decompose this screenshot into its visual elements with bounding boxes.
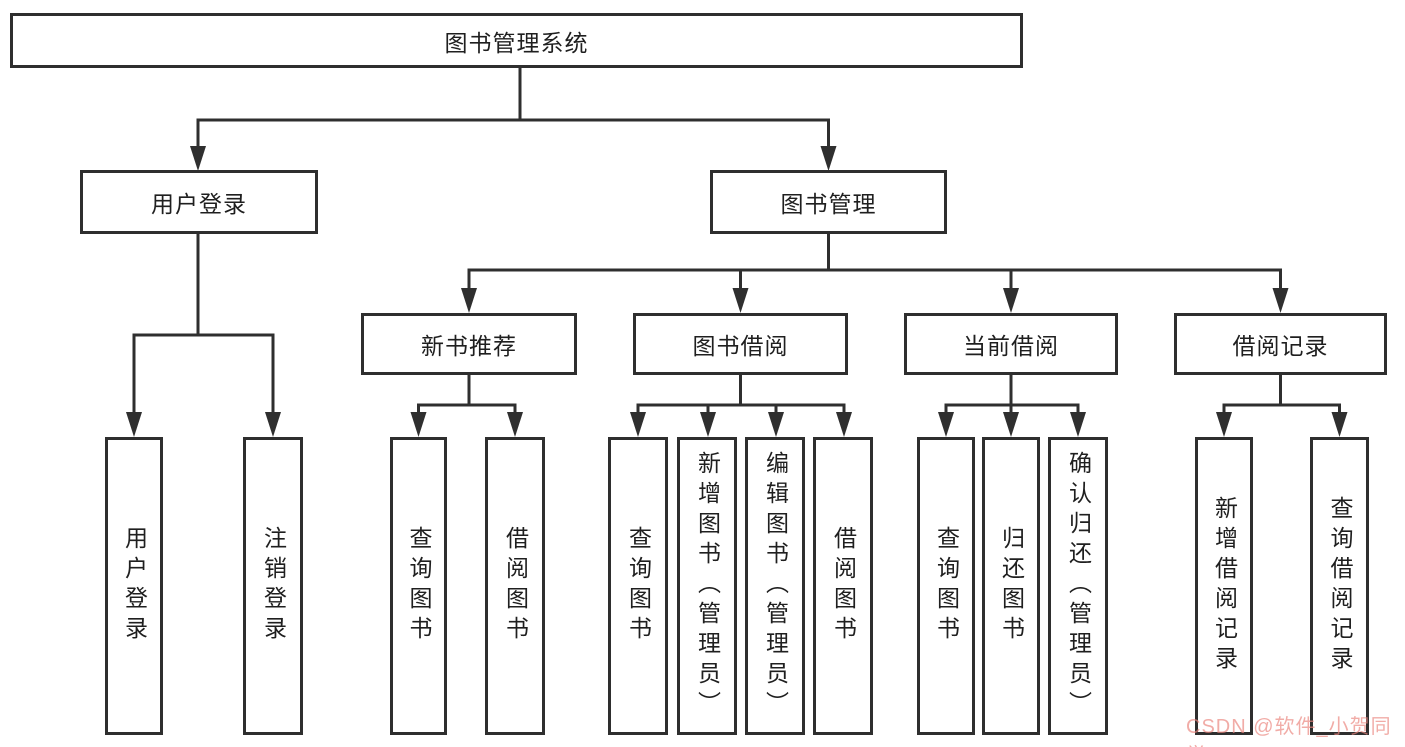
node-label: 查询借阅记录: [1327, 496, 1353, 676]
node-leaf-logout: 注销登录: [243, 437, 303, 735]
node-label: 编辑图书（管理员）: [762, 451, 789, 721]
node-leaf-edit-books-admin: 编辑图书（管理员）: [745, 437, 805, 735]
node-borrowing-records: 借阅记录: [1174, 313, 1387, 375]
connector-new-book-recommendation-branch: [410, 375, 523, 437]
node-book-management: 图书管理: [710, 170, 947, 234]
node-leaf-return-books: 归还图书: [982, 437, 1040, 735]
node-label: 新书推荐: [421, 333, 517, 359]
node-label: 图书借阅: [692, 333, 789, 359]
node-user-login-module: 用户登录: [80, 170, 318, 234]
node-label: 新增图书（管理员）: [694, 451, 721, 721]
connector-current-borrowing-branch: [938, 375, 1086, 437]
node-label: 当前借阅: [963, 333, 1059, 359]
connector-borrowing-records-branch: [1216, 375, 1348, 437]
connector-book-management-branch: [461, 233, 1289, 313]
csdn-watermark: CSDN @软件_小贺同学: [1186, 716, 1392, 747]
node-leaf-query-books-recommend: 查询图书: [390, 437, 447, 735]
node-new-book-recommendation: 新书推荐: [361, 313, 577, 375]
node-leaf-query-books-current: 查询图书: [917, 437, 975, 735]
node-label: 用户登录: [151, 191, 247, 217]
node-label: 图书管理系统: [444, 29, 589, 56]
node-leaf-query-borrow-record: 查询借阅记录: [1310, 437, 1369, 735]
node-book-borrowing: 图书借阅: [633, 313, 848, 375]
node-label: 注销登录: [260, 526, 287, 646]
node-label: 用户登录: [121, 526, 148, 646]
node-leaf-add-books-admin: 新增图书（管理员）: [677, 437, 737, 735]
node-label: 确认归还（管理员）: [1065, 451, 1092, 721]
node-label: 查询图书: [406, 526, 432, 646]
node-leaf-confirm-return-admin: 确认归还（管理员）: [1048, 437, 1108, 735]
node-current-borrowing: 当前借阅: [904, 313, 1118, 375]
node-label: 借阅图书: [502, 526, 529, 646]
connector-book-borrowing-branch: [630, 375, 852, 437]
node-leaf-borrow-books-borrowing: 借阅图书: [813, 437, 873, 735]
node-label: 借阅图书: [830, 526, 857, 646]
node-label: 归还图书: [998, 526, 1025, 646]
node-label: 查询图书: [933, 526, 960, 646]
node-leaf-borrow-books-recommend: 借阅图书: [485, 437, 545, 735]
connector-user-login-branch: [126, 233, 281, 437]
connector-root-to-level2: [190, 68, 837, 171]
node-leaf-add-borrow-record: 新增借阅记录: [1195, 437, 1253, 735]
node-label: 图书管理: [780, 191, 877, 217]
node-leaf-query-books-borrowing: 查询图书: [608, 437, 668, 735]
node-label: 查询图书: [625, 526, 652, 646]
node-label: 新增借阅记录: [1211, 496, 1238, 676]
node-label: 借阅记录: [1232, 333, 1329, 359]
node-root: 图书管理系统: [10, 13, 1023, 68]
node-leaf-user-login: 用户登录: [105, 437, 163, 735]
